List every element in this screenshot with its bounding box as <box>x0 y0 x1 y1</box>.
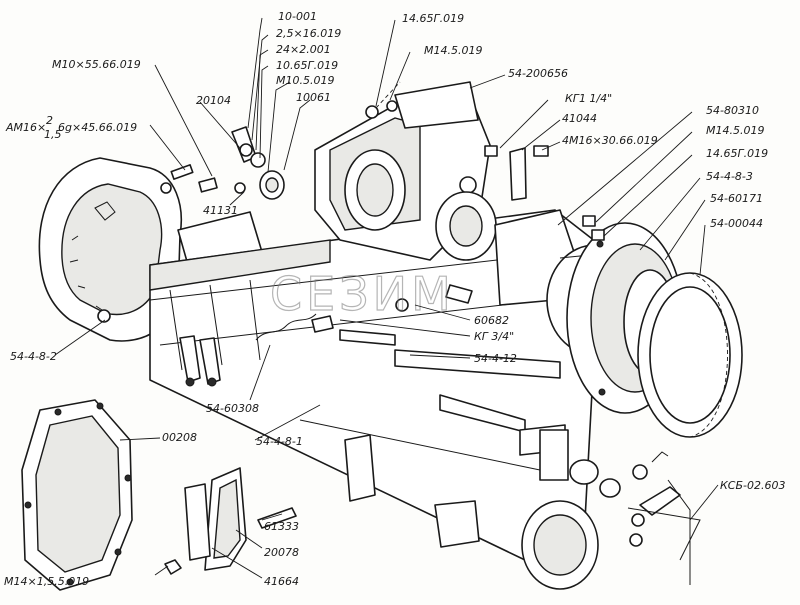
label-54-4-12: 54-4-12 <box>474 352 517 365</box>
clamp-parts <box>164 467 297 575</box>
label-24x2: 24×2.001 <box>276 43 331 56</box>
label-20078: 20078 <box>264 546 299 559</box>
label-kg1: КГ1 1/4" <box>565 92 612 105</box>
label-00208: 00208 <box>162 431 197 444</box>
label-am16-head: АМ16× <box>5 121 46 134</box>
label-m14-5-top: М14.5.019 <box>424 44 482 57</box>
leader-lines <box>54 17 719 579</box>
gasket <box>21 399 133 591</box>
label-54-4-8-2: 54-4-8-2 <box>10 350 57 363</box>
main-axle-tube <box>149 209 601 561</box>
tube-end-socket <box>519 424 599 590</box>
label-14-65g-right: 14.65Г.019 <box>706 147 768 160</box>
label-14-65g-top: 14.65Г.019 <box>402 12 464 25</box>
label-54-200656: 54-200656 <box>508 67 568 80</box>
label-am16-frac-top: 2 <box>46 114 53 127</box>
label-54-4-8-3: 54-4-8-3 <box>706 170 753 183</box>
label-61333: 61333 <box>264 520 299 533</box>
label-am16: АМ16× 2 1,5 6g×45.66.019 <box>5 114 137 141</box>
label-2-5x16: 2,5×16.019 <box>276 27 341 40</box>
label-10-65g: 10.65Г.019 <box>276 59 338 72</box>
top-small-parts <box>198 126 605 241</box>
callout-labels: 10-001 2,5×16.019 24×2.001 10.65Г.019 М1… <box>4 10 786 588</box>
label-m10x55: М10×55.66.019 <box>52 58 141 71</box>
label-54-60171: 54-60171 <box>710 192 763 205</box>
ring-seal <box>637 272 743 438</box>
center-housing <box>314 81 497 261</box>
label-20104: 20104 <box>196 94 231 107</box>
watermark: СЕЗИМ <box>270 267 455 321</box>
label-41044: 41044 <box>562 112 597 125</box>
label-m14-5-right: М14.5.019 <box>706 124 764 137</box>
label-54-00044: 54-00044 <box>710 217 763 230</box>
label-41131: 41131 <box>203 204 238 217</box>
fittings <box>255 284 473 341</box>
label-54-60308: 54-60308 <box>206 402 259 415</box>
label-10061: 10061 <box>296 91 331 104</box>
label-10-001: 10-001 <box>278 10 317 23</box>
label-41664: 41664 <box>264 575 299 588</box>
label-am16-frac-bottom: 1,5 <box>44 128 62 141</box>
label-54-4-8-1: 54-4-8-1 <box>256 435 303 448</box>
label-54-80310: 54-80310 <box>706 104 759 117</box>
bottom-right-parts <box>569 451 701 585</box>
label-4m16: 4М16×30.66.019 <box>562 134 658 147</box>
label-60682: 60682 <box>474 314 509 327</box>
label-ksb: КСБ-02.603 <box>720 479 786 492</box>
label-kg3-4: КГ 3/4" <box>474 330 514 343</box>
label-m10-5: М10.5.019 <box>276 74 334 87</box>
label-am16-tail: 6g×45.66.019 <box>58 121 137 134</box>
label-m14x1-5: М14×1,5.5.019 <box>4 575 89 588</box>
